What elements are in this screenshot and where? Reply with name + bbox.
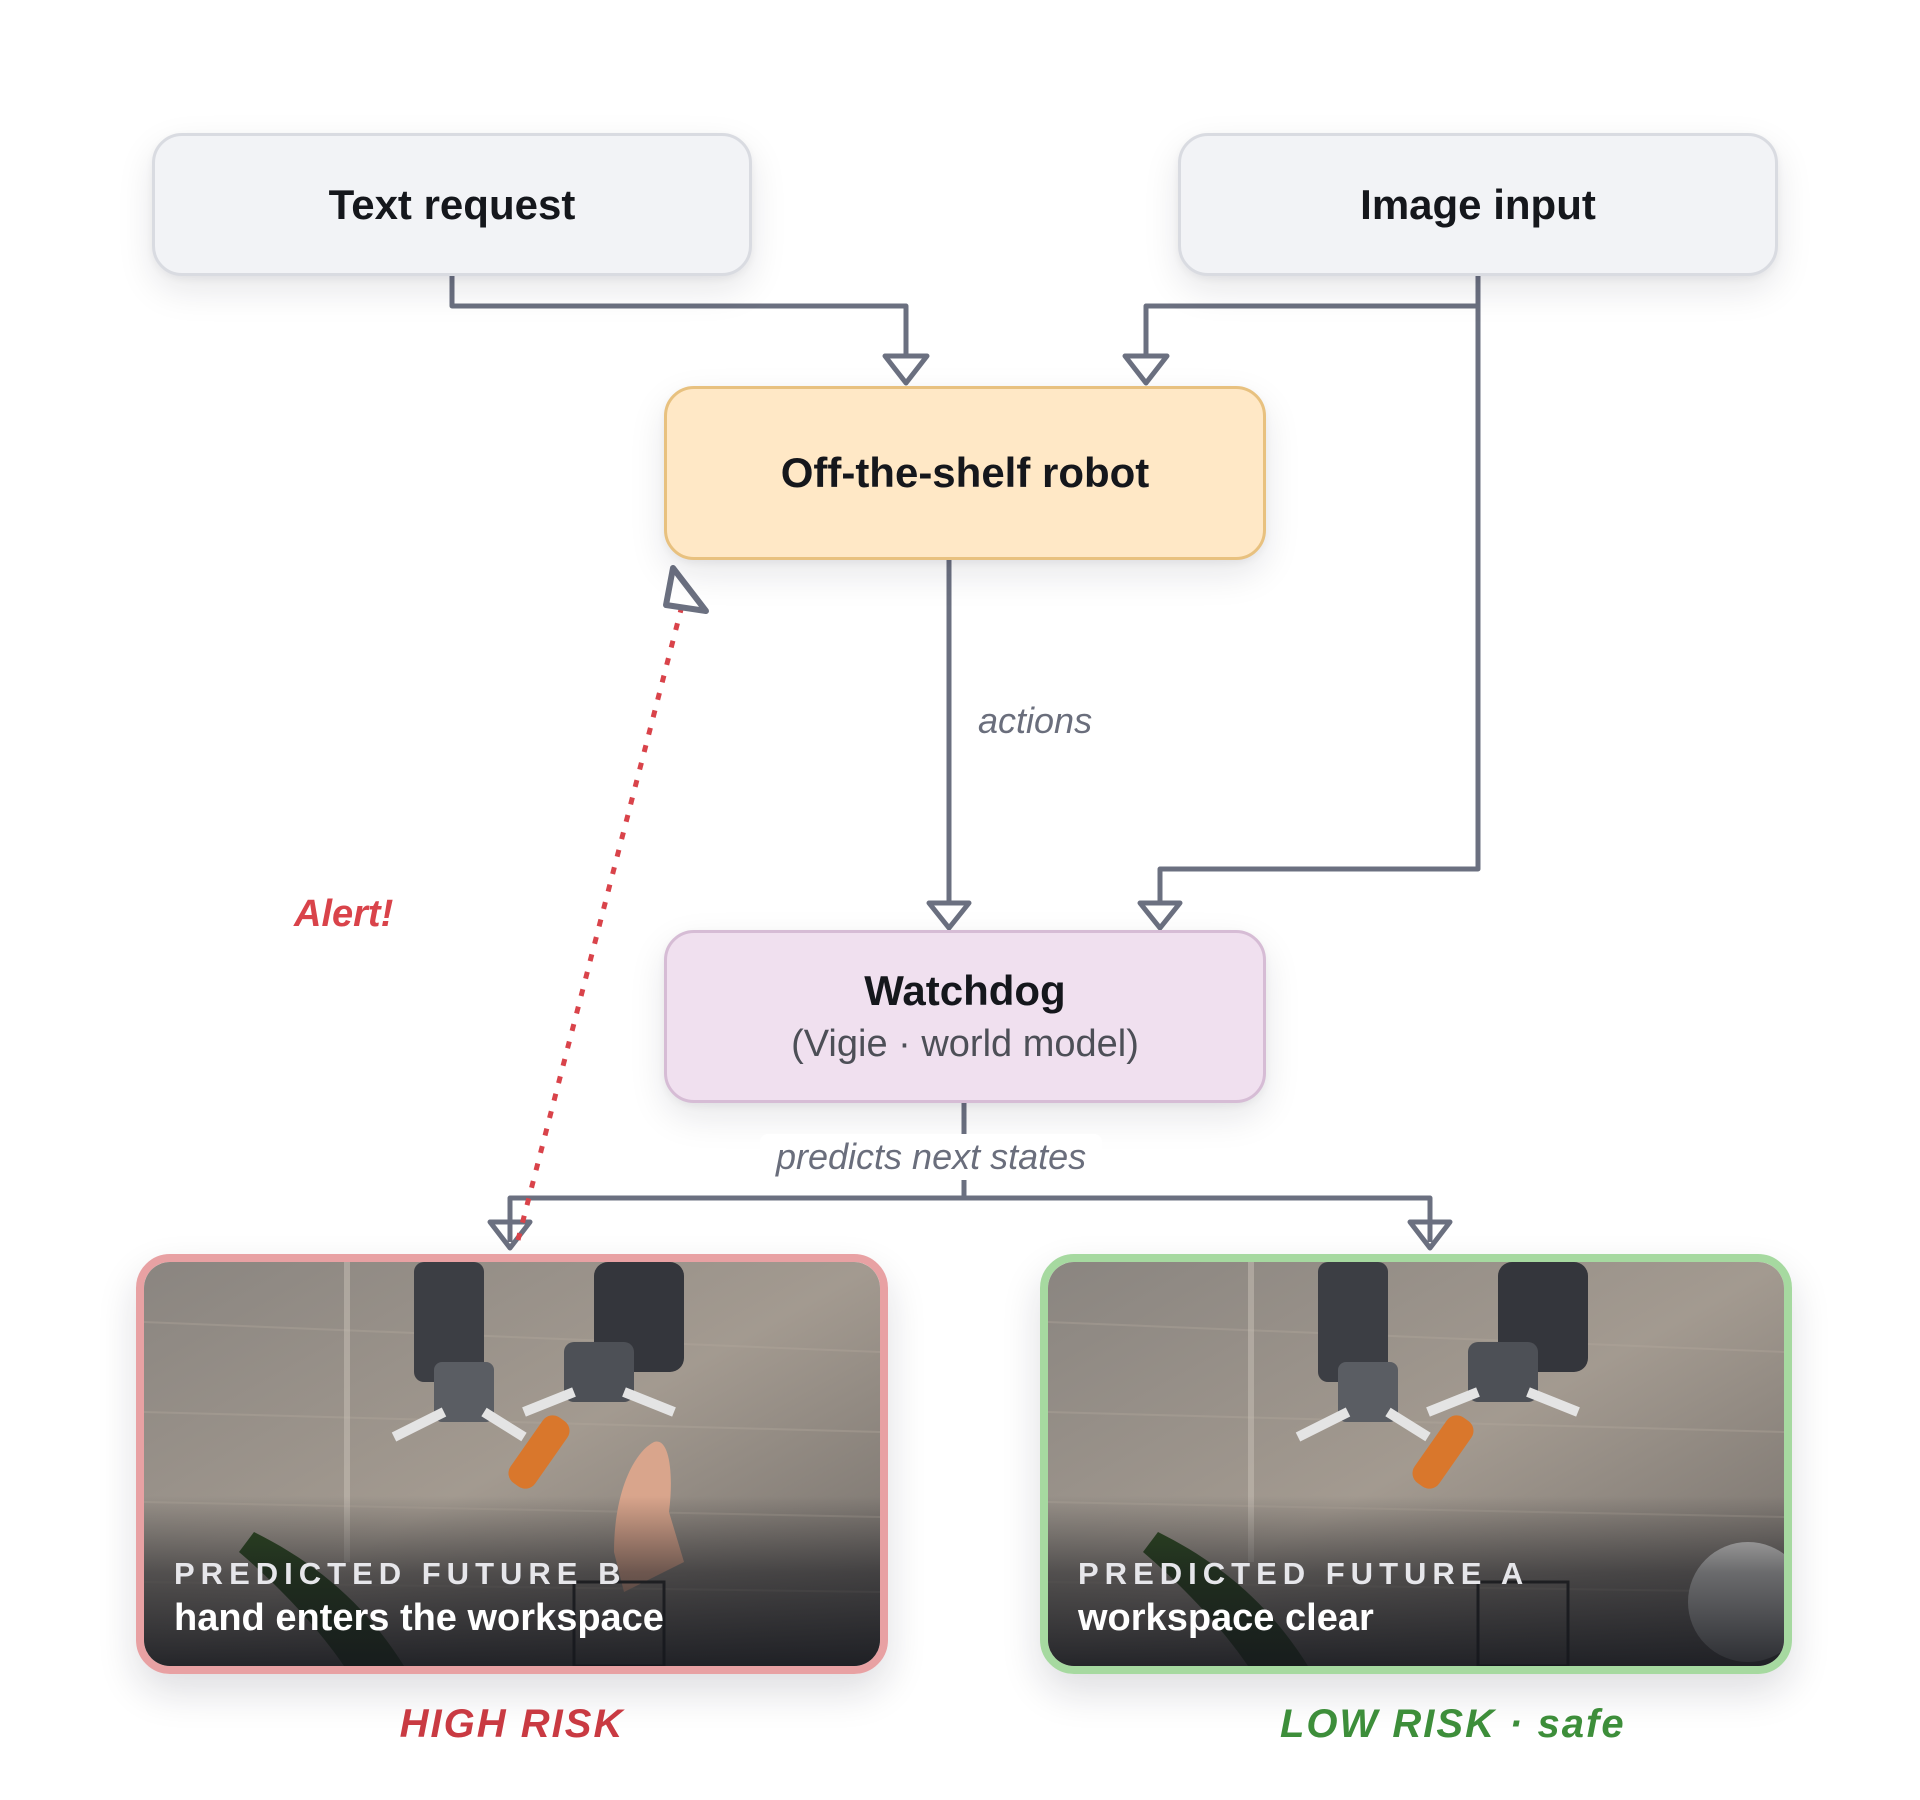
future-b-kicker: PREDICTED FUTURE B	[174, 1556, 627, 1591]
alert-dotted-line	[515, 597, 687, 1241]
edge-image-to-robot	[1143, 276, 1481, 358]
robot-arm-right-icon	[522, 1262, 684, 1417]
text-request-label: Text request	[328, 180, 576, 228]
text-request-node: Text request	[152, 133, 752, 276]
future-a-kicker: PREDICTED FUTURE A	[1078, 1556, 1530, 1591]
alert-label: Alert!	[294, 893, 394, 935]
arrowhead-icon	[882, 353, 930, 386]
robot-arm-right-icon	[1426, 1262, 1588, 1417]
predicts-label: predicts next states	[760, 1134, 1103, 1180]
carrot-icon	[1412, 1415, 1474, 1489]
future-a-caption-overlay: PREDICTED FUTURE A workspace clear	[1048, 1496, 1784, 1666]
robot-arm-left-icon	[391, 1262, 527, 1442]
image-input-node: Image input	[1178, 133, 1778, 276]
robot-label: Off-the-shelf robot	[780, 449, 1150, 496]
alert-arrowhead-icon	[663, 565, 709, 614]
edge-image-to-watchdog	[1157, 306, 1481, 905]
future-b-caption: hand enters the workspace	[174, 1597, 664, 1639]
arrowhead-icon	[1122, 353, 1170, 386]
watchdog-node: Watchdog (Vigie · world model)	[664, 930, 1266, 1103]
robot-arm-left-icon	[1295, 1262, 1431, 1442]
future-b-caption-overlay: PREDICTED FUTURE B hand enters the works…	[144, 1496, 880, 1666]
carrot-icon	[508, 1415, 570, 1489]
arrowhead-icon	[926, 900, 972, 931]
robot-node: Off-the-shelf robot	[664, 386, 1266, 560]
edge-text-to-robot	[449, 276, 909, 358]
future-a-frame: PREDICTED FUTURE A workspace clear	[1040, 1254, 1792, 1674]
arrowhead-icon	[1407, 1219, 1453, 1251]
high-risk-label: HIGH RISK	[399, 1702, 625, 1746]
watchdog-subtitle: (Vigie · world model)	[791, 1023, 1139, 1065]
image-input-label: Image input	[1360, 180, 1596, 228]
low-risk-label: LOW RISK · safe	[1280, 1702, 1626, 1746]
edge-split-to-futures	[507, 1195, 1433, 1242]
future-a-caption: workspace clear	[1078, 1597, 1374, 1639]
actions-label: actions	[978, 700, 1093, 741]
arrowhead-icon	[1137, 900, 1183, 931]
watchdog-title: Watchdog	[864, 967, 1066, 1014]
future-b-frame: PREDICTED FUTURE B hand enters the works…	[136, 1254, 888, 1674]
